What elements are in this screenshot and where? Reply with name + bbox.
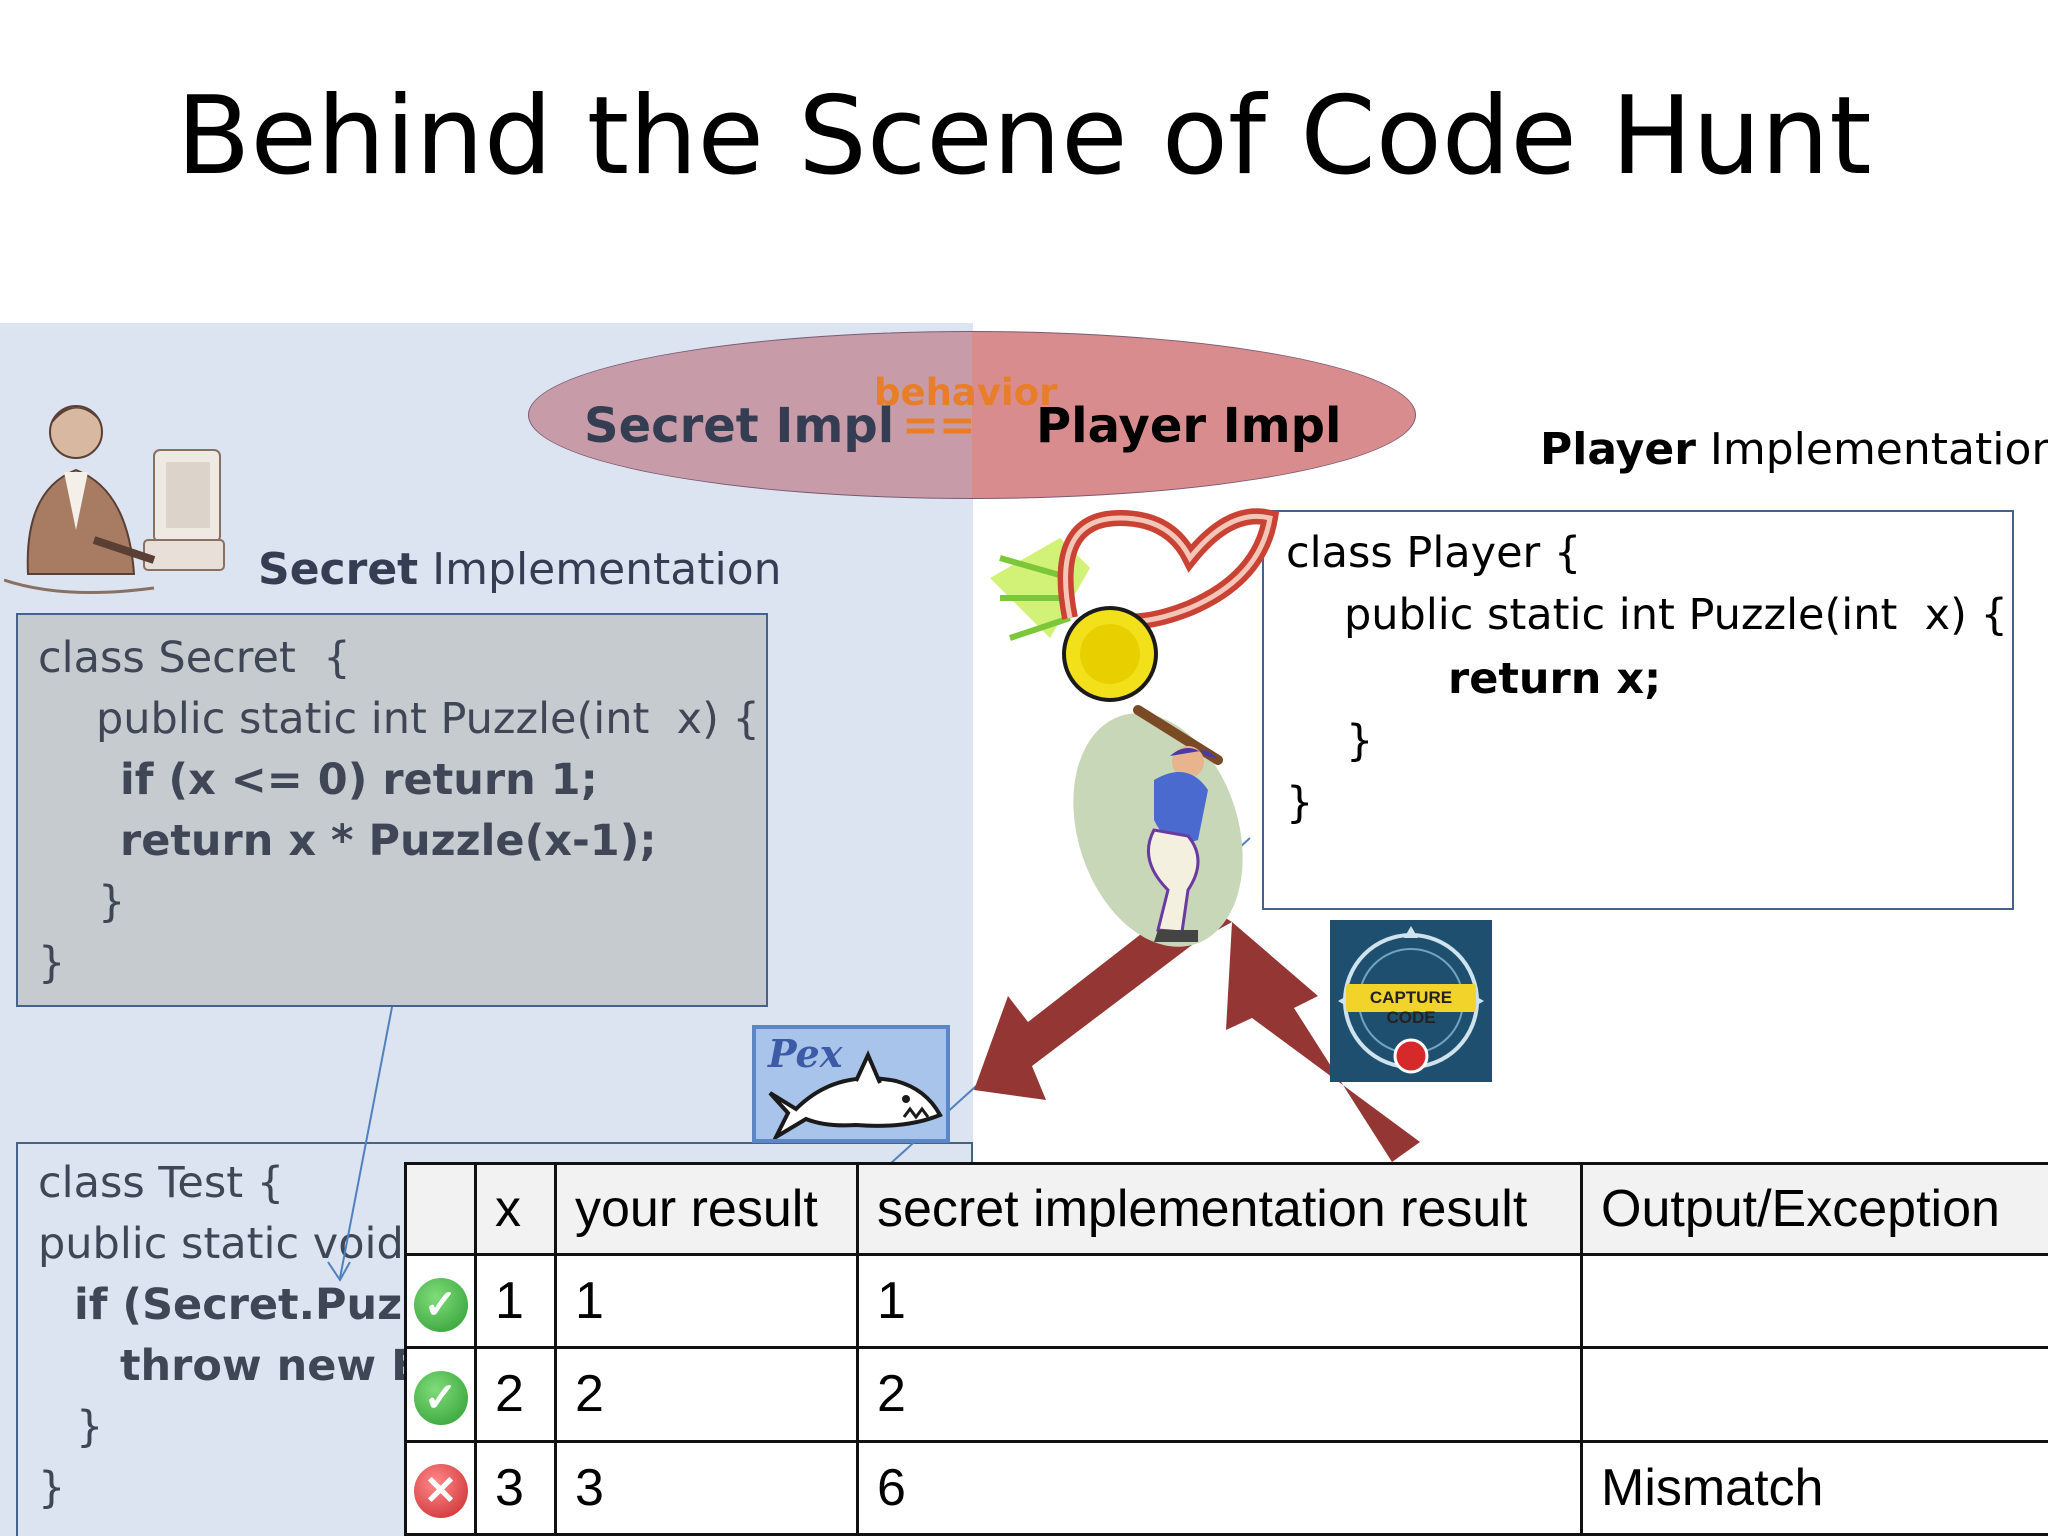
ellipse-secret-impl: Secret Impl	[584, 398, 895, 454]
status-cell: ✕	[404, 1439, 477, 1536]
capture-code-label: CAPTURE CODE	[1369, 988, 1453, 1027]
column-header-x: x	[474, 1162, 557, 1256]
your-result-cell: 1	[554, 1252, 859, 1350]
code-line: class Secret {	[38, 633, 351, 683]
ellipse-equals: ==	[902, 400, 976, 451]
pex-logo-text: Pex	[768, 1031, 843, 1076]
results-table: x your result secret implementation resu…	[404, 1162, 2048, 1536]
arrow-to-pex	[974, 896, 1232, 1100]
pex-logo: Pex	[752, 1025, 950, 1143]
code-line: return x * Puzzle(x-1);	[120, 816, 657, 866]
code-line: }	[1286, 778, 1314, 828]
code-line: }	[98, 877, 126, 927]
table-row: ✓ 1 1 1	[404, 1252, 2048, 1350]
your-result-cell: 3	[554, 1439, 859, 1536]
ellipse-behavior-label: behavior	[874, 371, 1058, 414]
table-row: ✕ 3 3 6 Mismatch	[404, 1439, 2048, 1536]
ellipse-player-impl: Player Impl	[1036, 398, 1342, 454]
code-line: if (x <= 0) return 1;	[120, 755, 598, 805]
x-cell: 1	[474, 1252, 557, 1350]
secret-result-cell: 1	[856, 1252, 1583, 1350]
code-line: return x;	[1448, 654, 1662, 704]
secret-implementation-label: Secret Implementation	[258, 544, 782, 595]
code-line: public static void	[38, 1219, 404, 1269]
capture-code-badge: CAPTURE CODE	[1330, 920, 1492, 1082]
code-line: public static int Puzzle(int x) {	[96, 694, 760, 744]
check-icon: ✓	[413, 1277, 468, 1332]
table-header-row: x your result secret implementation resu…	[404, 1162, 2048, 1256]
code-line: class Test {	[38, 1158, 285, 1208]
output-cell: Mismatch	[1580, 1439, 2048, 1536]
secret-result-cell: 2	[856, 1346, 1583, 1443]
code-line: }	[38, 938, 66, 988]
behavior-ellipse	[528, 331, 1416, 499]
status-cell: ✓	[404, 1252, 477, 1350]
x-cell: 3	[474, 1439, 557, 1536]
column-header-your-result: your result	[554, 1162, 859, 1256]
player-implementation-label: Player Implementation	[1540, 424, 2048, 475]
code-line: }	[76, 1402, 104, 1452]
code-line: }	[1346, 716, 1374, 766]
slide-title: Behind the Scene of Code Hunt	[176, 74, 1872, 199]
your-result-cell: 2	[554, 1346, 859, 1443]
medal-clipart	[990, 508, 1280, 702]
cross-icon: ✕	[413, 1464, 468, 1519]
code-line: }	[38, 1463, 66, 1513]
column-header-secret-result: secret implementation result	[856, 1162, 1583, 1256]
output-cell	[1580, 1252, 2048, 1350]
player-code-box: class Player { public static int Puzzle(…	[1262, 510, 2014, 910]
shark-icon	[768, 1050, 943, 1139]
secret-result-cell: 6	[856, 1439, 1583, 1536]
output-cell	[1580, 1346, 2048, 1443]
column-header-output: Output/Exception	[1580, 1162, 2048, 1256]
capture-code-graphic	[1338, 926, 1484, 1074]
code-line: public static int Puzzle(int x) {	[1344, 590, 2008, 640]
check-icon: ✓	[413, 1370, 468, 1425]
x-cell: 2	[474, 1346, 557, 1443]
baseball-player-clipart	[1073, 705, 1243, 947]
arrow-from-table	[1226, 922, 1420, 1162]
developer-clipart	[4, 405, 225, 594]
code-line: class Player {	[1286, 528, 1582, 578]
column-header-status	[404, 1162, 477, 1256]
table-row: ✓ 2 2 2	[404, 1346, 2048, 1443]
secret-code-box: class Secret { public static int Puzzle(…	[16, 613, 768, 1007]
status-cell: ✓	[404, 1346, 477, 1443]
